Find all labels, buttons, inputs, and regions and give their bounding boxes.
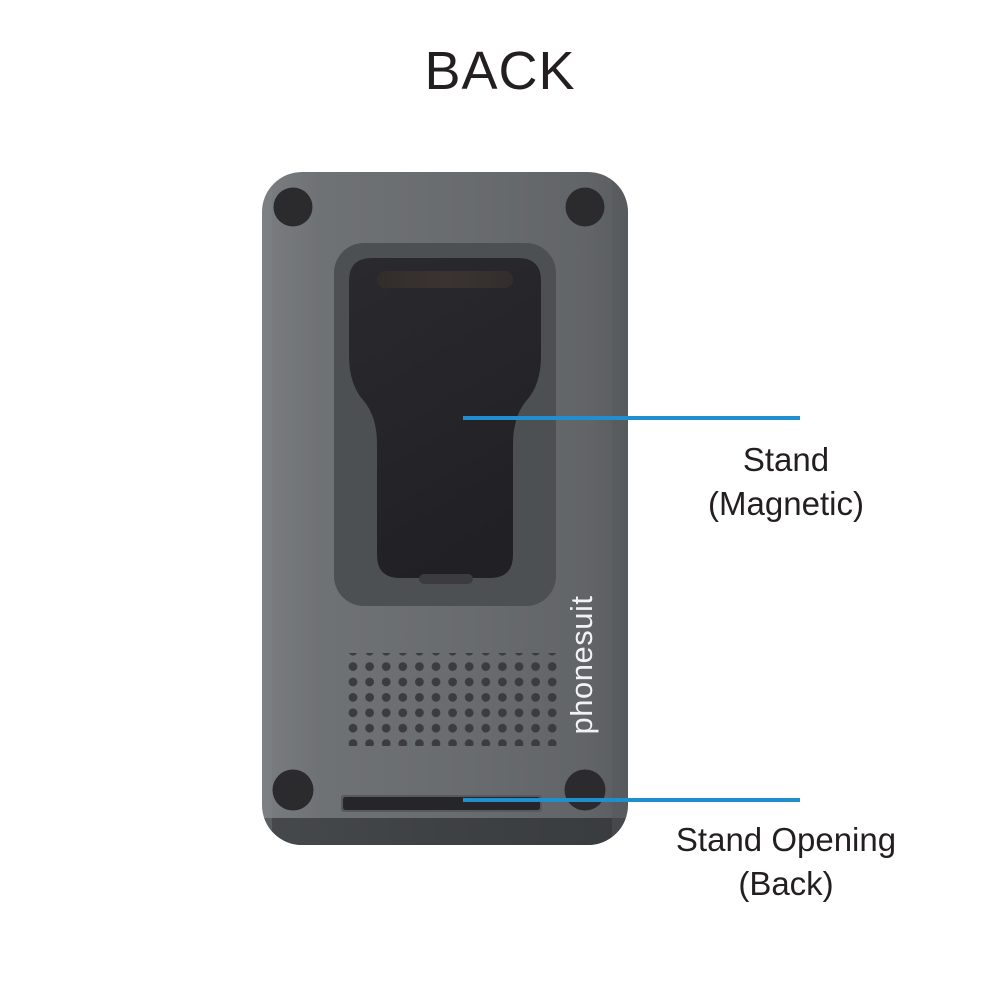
foot-pad-bottom-right <box>564 769 606 811</box>
stand-opening-slot <box>341 795 542 812</box>
callout-opening-line2: (Back) <box>738 864 834 902</box>
corner-foot-pads <box>272 187 606 811</box>
bottom-edge-band <box>262 818 628 845</box>
foot-pad-top-left <box>273 187 313 227</box>
brand-wordmark: phonesuit <box>564 596 599 735</box>
foot-pad-top-right <box>565 187 605 227</box>
stand-top-bar <box>377 271 513 288</box>
leader-lines <box>463 416 800 802</box>
page-title: BACK <box>424 41 576 101</box>
speaker-grille <box>341 653 557 746</box>
callout-stand-opening: Stand Opening (Back) <box>628 818 944 906</box>
foot-pad-bottom-left <box>272 769 314 811</box>
callout-stand-line1: Stand <box>742 441 830 478</box>
callout-stand-line2: (Magnetic) <box>708 484 864 522</box>
stand-face <box>349 258 541 578</box>
callout-opening-line1: Stand Opening <box>675 821 897 858</box>
stand-bottom-notch <box>419 574 473 584</box>
callout-stand-magnetic: Stand (Magnetic) <box>648 438 924 526</box>
magnetic-stand <box>334 243 556 606</box>
